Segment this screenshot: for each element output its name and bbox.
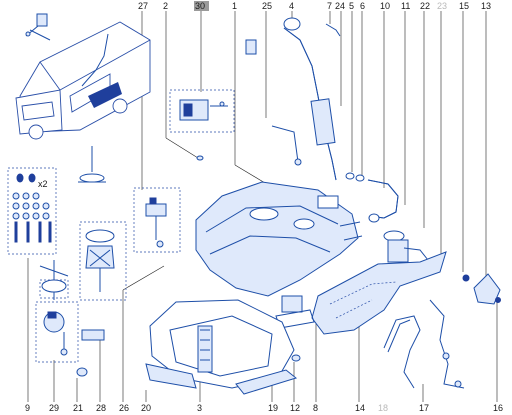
label-29[interactable]: 29 [49,403,59,413]
label-22[interactable]: 22 [420,1,430,11]
label-5[interactable]: 5 [349,1,354,11]
kit-quantity: x2 [38,179,48,189]
sender-unit-29 [35,301,79,363]
label-20[interactable]: 20 [141,403,151,413]
plug-21 [76,367,88,377]
label-9[interactable]: 9 [25,403,30,413]
label-11[interactable]: 11 [401,1,410,11]
label-10[interactable]: 10 [380,1,390,11]
heat-shield-14 [311,251,447,335]
fuel-pipes-17 [383,299,465,389]
hose-10 [345,172,399,223]
label-19[interactable]: 19 [268,403,278,413]
screw-assembly [78,146,106,183]
label-14[interactable]: 14 [355,403,365,413]
label-24[interactable]: 24 [335,1,345,11]
label-6[interactable]: 6 [360,1,365,11]
fuel-tank [195,181,363,297]
highlight-box-30 [194,1,209,11]
mount-15 [462,274,470,282]
label-13[interactable]: 13 [481,1,491,11]
label-8[interactable]: 8 [313,403,318,413]
screw-2 [196,155,204,161]
bolt-kit-small [25,13,51,41]
label-28[interactable]: 28 [96,403,106,413]
label-16[interactable]: 16 [493,403,503,413]
label-25[interactable]: 25 [262,1,272,11]
label-27[interactable]: 27 [138,1,148,11]
strap-20 [145,363,197,389]
label-15[interactable]: 15 [459,1,469,11]
leader-lines-top [141,11,487,276]
label-18[interactable]: 18 [378,403,388,413]
filler-neck [245,17,341,181]
label-3[interactable]: 3 [197,403,202,413]
pump-30 [169,89,235,133]
label-7[interactable]: 7 [327,1,332,11]
screw-12 [291,354,301,362]
label-2[interactable]: 2 [163,1,168,11]
label-12[interactable]: 12 [290,403,300,413]
van-illustration [15,21,151,140]
mount-13 [473,273,501,305]
under-shield-3 [149,299,295,389]
clip-kit-9: x2 [7,167,57,255]
label-21[interactable]: 21 [73,403,83,413]
label-17[interactable]: 17 [419,403,429,413]
label-30[interactable]: 30 [195,1,205,11]
pump-cap-assembly [39,260,69,300]
label-4[interactable]: 4 [289,1,294,11]
label-23[interactable]: 23 [437,1,447,11]
label-1[interactable]: 1 [232,1,237,11]
pump-unit-22 [383,230,429,263]
strap-19 [235,369,298,395]
label-26[interactable]: 26 [119,403,129,413]
pump-module-28 [79,221,127,341]
sender-27 [133,187,181,253]
